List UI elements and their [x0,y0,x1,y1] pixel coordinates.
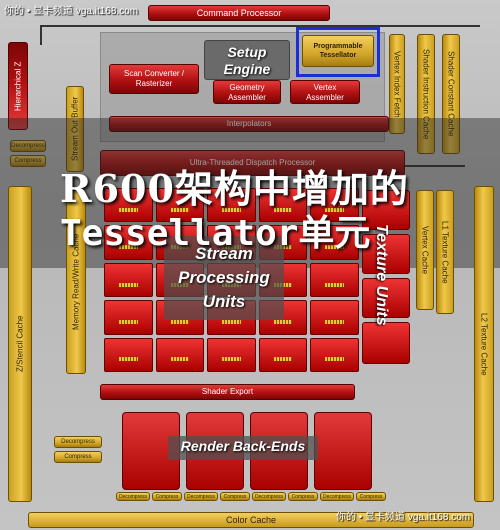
watermark-top: 你的 • 显卡频道 vga.it168.com [4,6,139,17]
compress-bottom: Compress [356,492,386,501]
sp-cell [104,262,153,298]
sp-cell [104,225,153,260]
shader-constant-cache: Shader Constant Cache [442,34,460,154]
decompress-bottom: Decompress [252,492,286,501]
texture-units: Texture Units [373,224,390,326]
scan-converter: Scan Converter / Rasterizer [109,64,199,94]
hierarchical-z: Hierarchical Z [8,42,28,130]
bus-line [405,165,465,167]
dispatch-processor: Ultra-Threaded Dispatch Processor [100,150,405,176]
compress-bottom: Compress [288,492,318,501]
command-processor: Command Processor [148,5,330,21]
texture-unit [362,190,410,230]
compress-bottom: Compress [152,492,182,501]
vertex-cache: Vertex Cache [416,190,434,310]
interpolators: Interpolators [109,116,389,132]
decompress-bottom: Decompress [320,492,354,501]
rbe-label-box [168,436,318,460]
sp-cell [258,337,308,372]
compress-button: Compress [54,451,102,463]
shader-instruction-cache: Shader Instruction Cache [417,34,435,154]
texture-unit [362,278,410,318]
decompress-button: Decompress [54,436,102,448]
overlay-title-line1: R600架构中增加的 [60,166,409,211]
sp-cell [310,225,359,260]
compress-bottom: Compress [220,492,250,501]
l2-texture-cache: L2 Texture Cache [474,186,494,502]
vertex-assembler: Vertex Assembler [290,80,360,104]
sp-cell [104,300,153,335]
stream-processing-units: Stream Processing Units [178,244,270,311]
color-cache: Color Cache [28,512,474,528]
render-backends: Render Back-Ends [180,438,306,454]
stream-label-box [164,236,284,320]
bus-line [40,25,480,27]
decompress-small: Decompress [10,140,46,152]
geometry-assembler: Geometry Assembler [213,80,281,104]
decompress-bottom: Decompress [116,492,150,501]
shader-export: Shader Export [100,384,355,400]
sp-cell [207,188,256,223]
overlay-title-line2: Tessellator单元 [60,213,371,254]
sp-cell [207,337,256,372]
sp-cell [310,262,359,298]
bus-line [40,25,42,45]
sp-cell [155,337,205,372]
sp-cell [310,188,359,223]
sp-cell [104,188,153,223]
l1-texture-cache: L1 Texture Cache [436,190,454,314]
watermark-bottom: 你的 • 显卡频道 vga.it168.com [336,512,471,523]
zstencil-cache: Z/Stencil Cache [8,186,32,502]
compress-small: Compress [10,155,46,167]
sp-cell [104,337,153,372]
texture-unit [362,322,410,364]
sp-cell [310,337,359,372]
programmable-tessellator: Programmable Tessellator [302,35,374,67]
setup-engine: Setup Engine [204,40,290,80]
tessellator-highlight [296,27,380,77]
sp-cell [310,300,359,335]
sp-cell [155,188,205,223]
render-backend [314,412,372,490]
vertex-index-fetch: Vertex Index Fetch [389,34,405,134]
setup-engine-label: Setup Engine [223,44,271,77]
decompress-bottom: Decompress [184,492,218,501]
texture-unit [362,234,410,274]
sp-cell [258,188,308,223]
